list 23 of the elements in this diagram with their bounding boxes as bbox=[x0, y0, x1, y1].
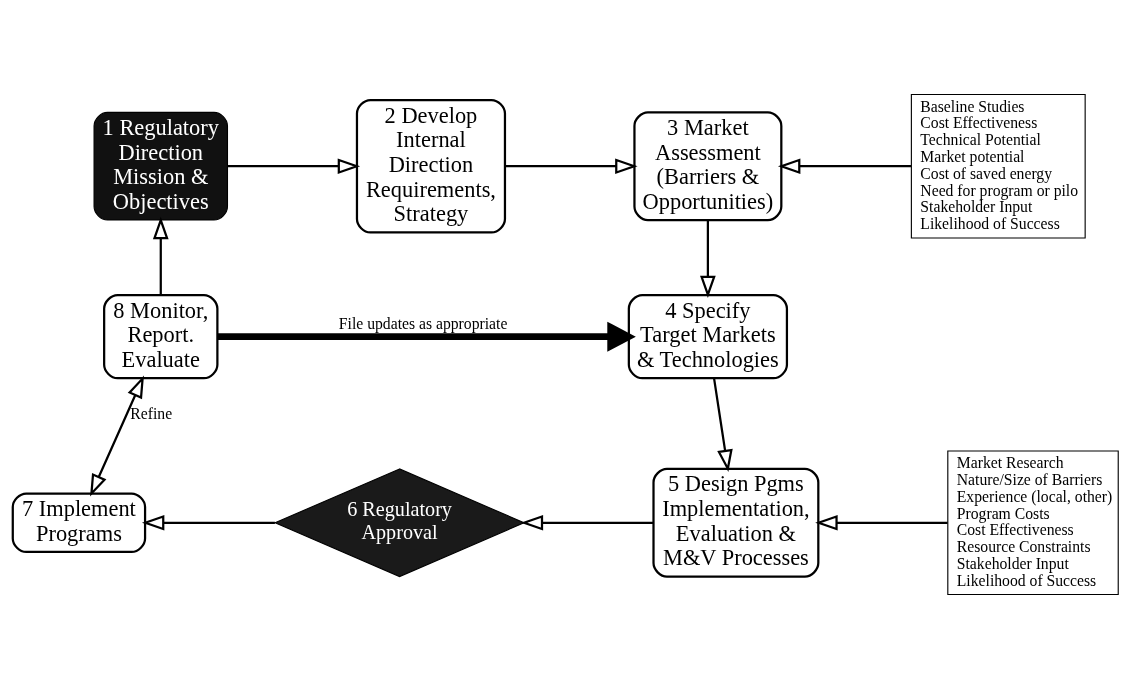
node-box: 1 Regulatory Direction Mission & Objectives bbox=[93, 111, 229, 221]
node-box: 3 Market Assessment (Barriers & Opportunities) bbox=[633, 111, 783, 222]
node-box: 7 Implement Programs bbox=[11, 492, 147, 554]
arrow bbox=[90, 375, 144, 497]
arrow bbox=[777, 158, 911, 175]
arrow bbox=[700, 220, 716, 299]
arrow bbox=[227, 158, 361, 175]
edge-label: File updates as appropriate bbox=[338, 315, 508, 333]
arrow bbox=[141, 514, 275, 531]
node-box: 4 Specify Target Markets & Technologies bbox=[627, 294, 789, 380]
node-box: 8 Monitor, Report. Evaluate bbox=[103, 294, 219, 380]
edge-label: Refine bbox=[130, 404, 173, 422]
arrow bbox=[713, 378, 733, 473]
arrow bbox=[505, 158, 638, 175]
arrow bbox=[217, 321, 636, 352]
node-box: Baseline Studies Cost Effectiveness Technical Potential Market potential Cost of saved energy Need for program or pilo Stakeholder Input Likelihood of Success bbox=[910, 93, 1086, 239]
node-diamond: 6 Regulatory Approval bbox=[273, 468, 526, 578]
arrow bbox=[815, 514, 948, 531]
arrow bbox=[152, 216, 169, 295]
node-box: 5 Design Pgms Implementation, Evaluation & M&V Processes bbox=[652, 467, 820, 578]
node-box: Market Research Nature/Size of Barriers Experience (local, other) Program Costs Cost Effectiveness Resource Constraints Stakeholder Input Likelihood of Success bbox=[947, 450, 1119, 596]
arrow bbox=[520, 514, 654, 531]
node-box: 2 Develop Internal Direction Requirements, Strategy bbox=[355, 98, 507, 234]
